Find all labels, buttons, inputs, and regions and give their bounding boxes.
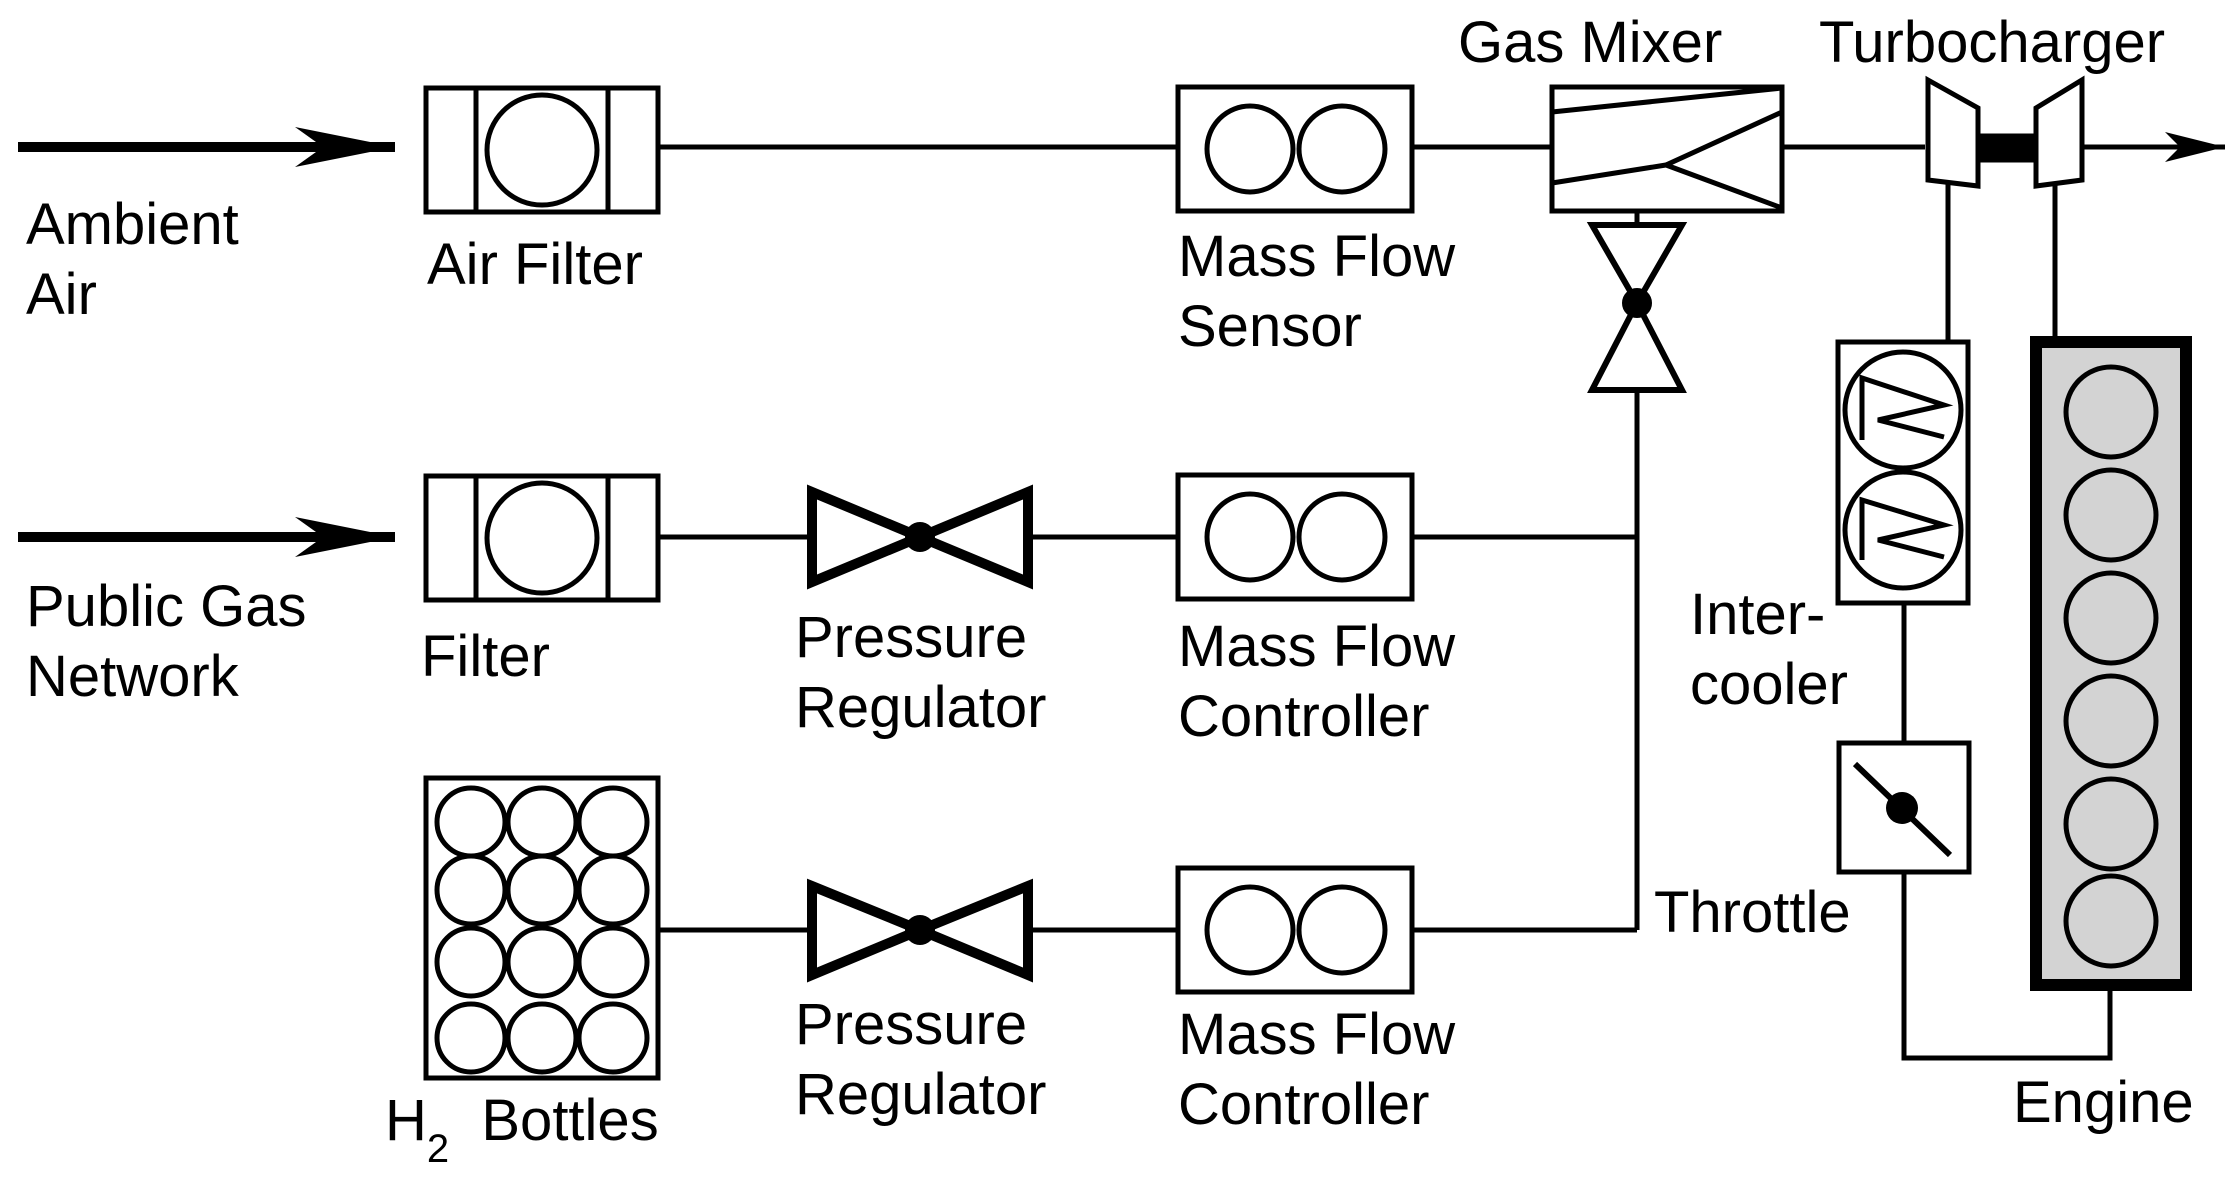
h2-bottles-icon [423, 775, 661, 1081]
turbocharger-icon [1925, 75, 2085, 189]
engine-icon [2030, 336, 2192, 991]
ambient-air-label: Ambient Air [26, 192, 239, 327]
pipes [658, 144, 2113, 1061]
turbocharger-label: Turbocharger [1819, 10, 2166, 75]
engine-label: Engine [2013, 1070, 2194, 1135]
mass-flow-sensor-label: Mass Flow Sensor [1178, 224, 1456, 359]
air-filter-label: Air Filter [427, 232, 643, 297]
h2-bottles-label: H2 Bottles [385, 1088, 659, 1171]
gas-filter-icon [423, 473, 661, 603]
mass-flow-controller-label: Mass Flow Controller [1178, 614, 1456, 749]
gas-mixer-icon [1549, 84, 1785, 214]
intercooler-icon [1835, 339, 1971, 606]
gas-valve-icon [1586, 222, 1688, 393]
pressure-regulator-icon [807, 484, 1033, 590]
pressure-regulator-h2-icon [807, 878, 1033, 983]
intercooler-label: Inter- cooler [1690, 582, 1848, 717]
gas-mixer-label: Gas Mixer [1458, 10, 1723, 75]
pressure-regulator-label: Pressure Regulator [795, 605, 1047, 740]
mass-flow-controller-h2-label: Mass Flow Controller [1178, 1002, 1456, 1137]
pressure-regulator-h2-label: Pressure Regulator [795, 992, 1047, 1127]
air-filter-icon [423, 85, 661, 215]
mass-flow-controller-icon [1175, 472, 1415, 602]
h2-subscript: 2 [426, 1127, 450, 1171]
public-gas-label: Public Gas Network [26, 574, 307, 709]
throttle-label: Throttle [1654, 880, 1851, 945]
throttle-icon [1836, 740, 1972, 875]
mass-flow-controller-h2-icon [1175, 865, 1415, 995]
mass-flow-sensor-icon [1175, 84, 1415, 214]
filter-label: Filter [421, 624, 550, 689]
